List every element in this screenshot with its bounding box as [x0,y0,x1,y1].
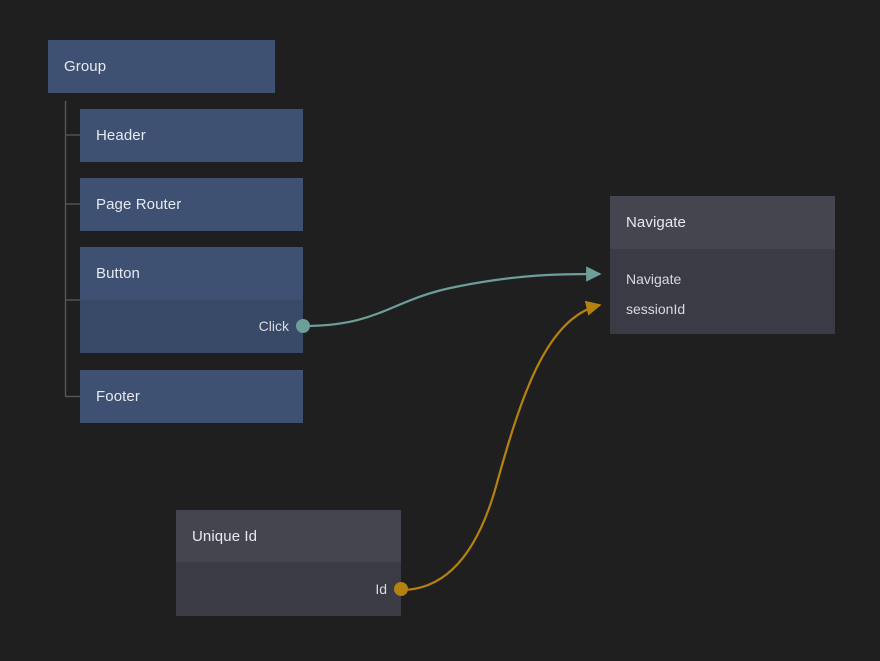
port-out-click-label: Click [258,318,289,334]
node-page-router-title: Page Router [96,196,182,213]
edge-id-to-sessionid[interactable] [400,300,602,592]
node-navigate-body: Navigate sessionId [610,249,835,334]
node-group-header[interactable]: Group [48,40,275,93]
node-group-title: Group [64,58,107,75]
node-header-component-header[interactable]: Header [80,109,303,162]
node-button-header[interactable]: Button [80,247,303,300]
node-unique-id[interactable]: Unique Id Id [176,510,408,616]
node-footer-header[interactable]: Footer [80,370,303,423]
node-unique-id-title: Unique Id [192,527,258,545]
node-navigate-header[interactable]: Navigate [610,196,835,249]
port-out-id-dot[interactable] [394,582,408,596]
node-navigate[interactable]: Navigate Navigate sessionId [610,196,835,334]
node-page-router[interactable]: Page Router [80,178,303,231]
port-out-click-dot[interactable] [296,319,310,333]
node-unique-id-header[interactable]: Unique Id [176,510,401,562]
port-in-sessionid-label: sessionId [626,301,686,317]
port-in-sessionid[interactable]: sessionId [626,302,685,316]
node-navigate-title: Navigate [626,214,687,231]
port-out-id[interactable]: Id [375,582,401,596]
node-page-router-header[interactable]: Page Router [80,178,303,231]
node-header-component[interactable]: Header [80,109,303,162]
port-out-click[interactable]: Click [259,319,303,333]
edge-click-to-navigate[interactable] [302,266,602,328]
port-in-navigate[interactable]: Navigate [626,272,681,286]
node-button-body: Click [80,300,310,353]
node-footer[interactable]: Footer [80,370,303,423]
port-in-navigate-label: Navigate [626,271,682,287]
node-button-title: Button [96,265,140,282]
node-group[interactable]: Group [48,40,275,93]
port-out-id-label: Id [375,581,387,597]
node-header-component-title: Header [96,127,146,144]
node-unique-id-body: Id [176,562,408,616]
node-button[interactable]: Button Click [80,247,310,353]
node-footer-title: Footer [96,388,140,405]
